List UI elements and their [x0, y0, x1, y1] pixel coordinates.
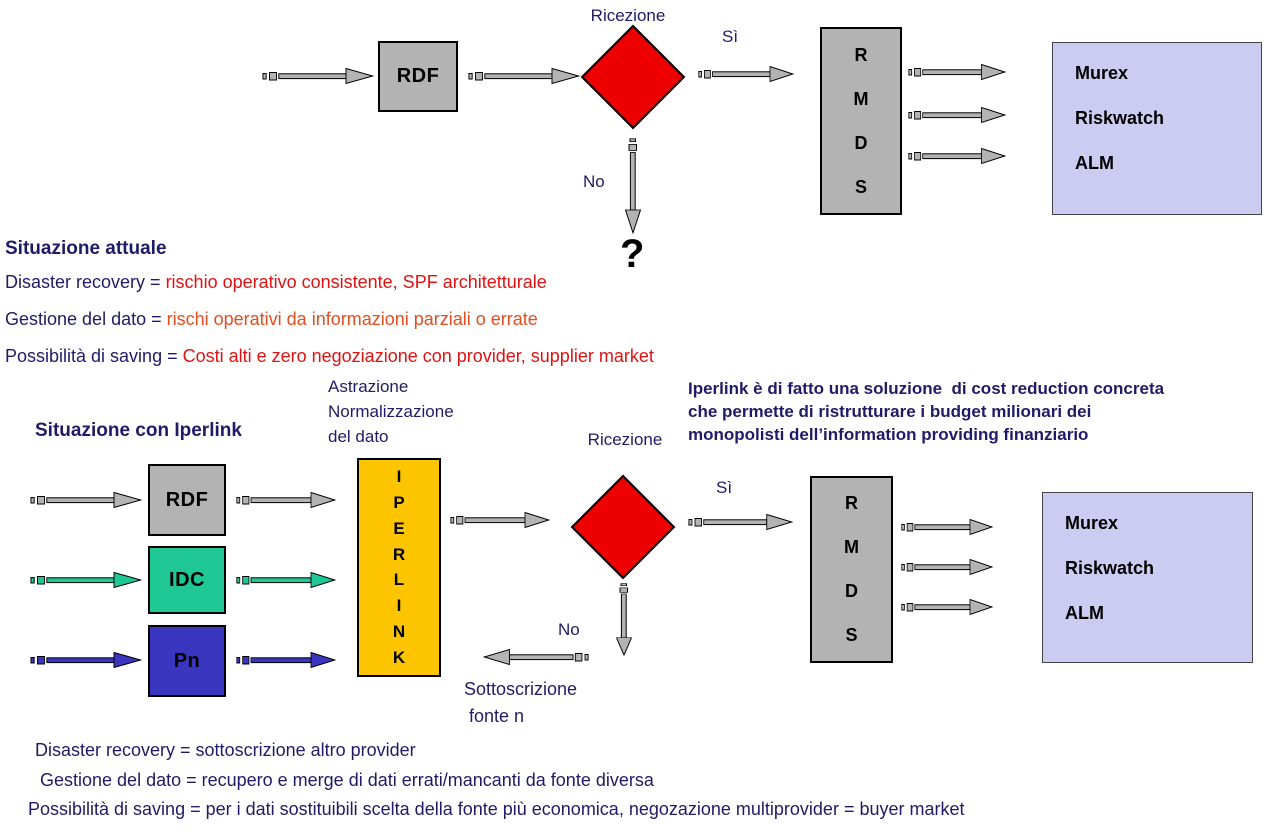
definition-line: Disaster recovery = rischio operativo co… [5, 272, 547, 293]
decision-label-top: Ricezione [590, 6, 666, 25]
benefit-line: Disaster recovery = sottoscrizione altro… [35, 740, 416, 760]
flow-arrow [688, 514, 793, 530]
section-title-current: Situazione attuale [5, 238, 167, 259]
flow-arrow [236, 652, 336, 668]
no-label-bottom: No [558, 620, 580, 639]
definition-value: rischi operativi da informazioni parzial… [166, 309, 538, 329]
rmds-letter: R [845, 493, 858, 514]
flow-arrow [236, 492, 336, 508]
rmds-letter: R [854, 44, 868, 65]
flow-arrow [262, 68, 374, 84]
targets-box-top: Murex Riskwatch ALM [1052, 42, 1262, 215]
yes-label-top: Sì [722, 27, 739, 46]
benefit-line: Gestione del dato = recupero e merge di … [40, 770, 654, 790]
decision-label-bottom: Ricezione [587, 430, 663, 449]
rdf-box-top: RDF [378, 41, 458, 112]
iperlink-caption: Astrazione Normalizzazione del dato [328, 377, 454, 446]
rdf-box-bottom: RDF [148, 464, 226, 536]
pn-box: Pn [148, 625, 226, 697]
definition-label: Disaster recovery = [5, 272, 166, 292]
flow-arrow-left [483, 649, 589, 665]
rmds-letter: D [845, 580, 858, 601]
decision-diamond-bottom [570, 474, 676, 580]
flow-arrow [901, 599, 993, 615]
flow-arrow [908, 148, 1006, 164]
iperlink-letter: I [396, 596, 402, 616]
flow-arrow [468, 68, 580, 84]
section-title-iperlink: Situazione con Iperlink [35, 420, 242, 441]
rmds-letter: D [854, 132, 868, 153]
definition-label: Possibilità di saving = [5, 346, 183, 366]
flow-arrow [30, 492, 142, 508]
iperlink-letter: P [393, 492, 405, 512]
no-branch-label: Sottoscrizione fonte n [464, 679, 578, 726]
source-label: IDC [169, 568, 205, 591]
iperlink-letter: L [393, 570, 405, 590]
flow-arrow [901, 519, 993, 535]
flow-arrow [30, 652, 142, 668]
rmds-letter: S [845, 624, 858, 645]
definition-value: rischio operativo consistente, SPF archi… [165, 272, 547, 292]
flow-arrow-down [616, 583, 632, 656]
iperlink-letter: I [396, 466, 402, 486]
target-item: Murex [1075, 63, 1129, 83]
iperlink-letter: E [393, 518, 405, 538]
rmds-letter: S [854, 176, 867, 197]
flow-arrow [908, 107, 1006, 123]
source-label: RDF [165, 488, 209, 511]
no-label-top: No [583, 172, 605, 191]
iperlink-letter: K [392, 648, 406, 668]
flow-arrow-down [625, 138, 641, 234]
iperlink-note: Iperlink è di fatto una soluzione di cos… [688, 379, 1165, 444]
flow-arrow [698, 66, 794, 82]
rmds-box-top: R M D S [820, 27, 902, 215]
rmds-letter: M [844, 537, 859, 558]
decision-diamond-top [580, 24, 686, 130]
target-item: Riskwatch [1075, 108, 1165, 128]
flow-arrow [30, 572, 142, 588]
target-item: Riskwatch [1065, 558, 1155, 578]
flow-arrow [236, 572, 336, 588]
definition-line: Gestione del dato = rischi operativi da … [5, 309, 538, 330]
flow-arrow [908, 64, 1006, 80]
rmds-letter: M [853, 88, 869, 109]
iperlink-letter: R [392, 544, 406, 564]
target-item: ALM [1075, 153, 1114, 173]
rmds-box-bottom: R M D S [810, 476, 893, 663]
yes-label-bottom: Sì [716, 478, 733, 497]
target-item: Murex [1065, 513, 1119, 533]
iperlink-box: I P E R L I N K [357, 458, 441, 677]
definition-line: Possibilità di saving = Costi alti e zer… [5, 346, 654, 367]
rdf-label: RDF [396, 65, 440, 87]
unknown-outcome: ? [620, 232, 645, 276]
iperlink-letter: N [392, 622, 406, 642]
targets-box-bottom: Murex Riskwatch ALM [1042, 492, 1253, 663]
source-label: Pn [173, 649, 201, 672]
target-item: ALM [1065, 603, 1104, 623]
benefit-line: Possibilità di saving = per i dati sosti… [28, 799, 965, 819]
flow-arrow [450, 512, 550, 528]
idc-box: IDC [148, 546, 226, 614]
flow-arrow [901, 559, 993, 575]
definition-label: Gestione del dato = [5, 309, 167, 329]
definition-value: Costi alti e zero negoziazione con provi… [182, 346, 654, 366]
